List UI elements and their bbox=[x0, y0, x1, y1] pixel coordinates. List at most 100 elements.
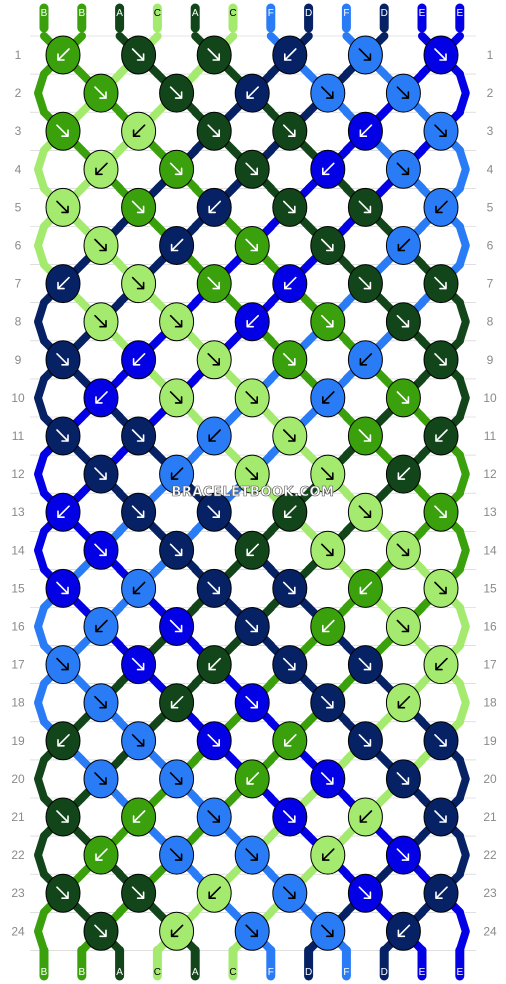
knot bbox=[385, 302, 421, 342]
knot-arrow-icon bbox=[359, 810, 373, 823]
row-label: 17 bbox=[11, 658, 25, 672]
knot-arrow-icon bbox=[95, 162, 108, 176]
knot-arrow-icon bbox=[321, 467, 334, 480]
knot bbox=[272, 416, 308, 456]
knot bbox=[347, 492, 383, 532]
knot bbox=[423, 873, 459, 913]
strand-label: B bbox=[78, 8, 85, 19]
knot bbox=[310, 302, 346, 342]
knot-arrow-icon bbox=[435, 886, 448, 899]
knot-arrow-icon bbox=[131, 734, 145, 747]
row-label: 21 bbox=[483, 810, 497, 824]
knot-arrow-icon bbox=[94, 543, 107, 557]
knot-arrow-icon bbox=[170, 695, 184, 709]
strand-label: D bbox=[381, 8, 388, 19]
knot-arrow-icon bbox=[358, 657, 372, 671]
knot-arrow-icon bbox=[169, 391, 183, 404]
knot-grid bbox=[45, 35, 459, 951]
strand-segment bbox=[455, 70, 470, 117]
knot bbox=[385, 73, 421, 113]
knot bbox=[385, 149, 421, 189]
strand-segment bbox=[455, 222, 470, 269]
strand-label: C bbox=[154, 967, 161, 978]
knot-arrow-icon bbox=[358, 505, 372, 518]
knot bbox=[234, 530, 270, 570]
knot bbox=[310, 226, 346, 265]
knot-arrow-icon bbox=[358, 429, 372, 442]
knot bbox=[234, 607, 270, 646]
knot-arrow-icon bbox=[283, 124, 296, 137]
knot bbox=[83, 454, 119, 494]
knot-arrow-icon bbox=[396, 543, 410, 557]
knot bbox=[272, 721, 308, 761]
strand-label: C bbox=[154, 8, 161, 19]
knot bbox=[196, 111, 232, 151]
knot-arrow-icon bbox=[94, 467, 107, 480]
knot bbox=[272, 35, 308, 75]
knot-arrow-icon bbox=[434, 124, 447, 137]
strand-segment bbox=[34, 146, 48, 193]
knot bbox=[83, 530, 119, 570]
knot-arrow-icon bbox=[169, 543, 183, 557]
knot bbox=[385, 759, 421, 799]
knot bbox=[159, 454, 195, 494]
knot-arrow-icon bbox=[170, 467, 184, 480]
strand-segment bbox=[34, 298, 48, 345]
knot-arrow-icon bbox=[56, 886, 69, 899]
knot-arrow-icon bbox=[132, 581, 146, 595]
row-label: 9 bbox=[487, 353, 494, 367]
row-label: 17 bbox=[483, 658, 497, 672]
knot bbox=[45, 645, 81, 685]
knot bbox=[83, 683, 119, 723]
knot bbox=[423, 187, 459, 227]
knot-arrow-icon bbox=[245, 391, 258, 404]
knot-arrow-icon bbox=[169, 848, 183, 861]
knot bbox=[234, 302, 270, 342]
knot bbox=[385, 530, 421, 570]
knot bbox=[347, 187, 383, 227]
row-label: 15 bbox=[483, 581, 497, 595]
knot-arrow-icon bbox=[321, 543, 334, 557]
knot bbox=[347, 797, 383, 837]
row-label: 8 bbox=[487, 315, 494, 329]
knot bbox=[196, 187, 232, 227]
row-label: 13 bbox=[11, 505, 25, 519]
knot bbox=[83, 226, 119, 265]
strand-segment bbox=[455, 451, 470, 498]
knot-arrow-icon bbox=[94, 314, 107, 328]
strand-segment bbox=[455, 146, 470, 193]
knot-arrow-icon bbox=[245, 162, 258, 176]
row-label: 4 bbox=[487, 162, 494, 176]
strand-label: E bbox=[419, 8, 426, 19]
row-label: 10 bbox=[11, 391, 25, 405]
knot bbox=[423, 721, 459, 761]
knot-arrow-icon bbox=[396, 314, 410, 328]
knot bbox=[83, 759, 119, 799]
strand-segment bbox=[455, 527, 470, 574]
row-label: 23 bbox=[483, 886, 497, 900]
knot bbox=[45, 264, 81, 304]
knot-arrow-icon bbox=[94, 695, 107, 709]
knot bbox=[159, 149, 195, 189]
knot-arrow-icon bbox=[245, 619, 258, 633]
row-label: 18 bbox=[11, 696, 25, 710]
watermark-text: BRACELETBOOK.COM bbox=[172, 485, 335, 500]
strand-segment bbox=[34, 527, 48, 574]
strand-label: D bbox=[381, 967, 388, 978]
knot-arrow-icon bbox=[169, 86, 183, 99]
knot bbox=[385, 454, 421, 494]
strand-label: B bbox=[41, 967, 48, 978]
knot bbox=[385, 683, 421, 723]
knot bbox=[347, 35, 383, 75]
knot-arrow-icon bbox=[246, 86, 259, 99]
knot-arrow-icon bbox=[434, 353, 447, 366]
knot bbox=[196, 645, 232, 685]
strand-segment bbox=[455, 679, 470, 726]
knot bbox=[385, 378, 421, 418]
knot bbox=[423, 492, 459, 532]
row-label: 3 bbox=[15, 124, 22, 138]
row-label: 16 bbox=[483, 620, 497, 634]
knot bbox=[45, 492, 81, 532]
